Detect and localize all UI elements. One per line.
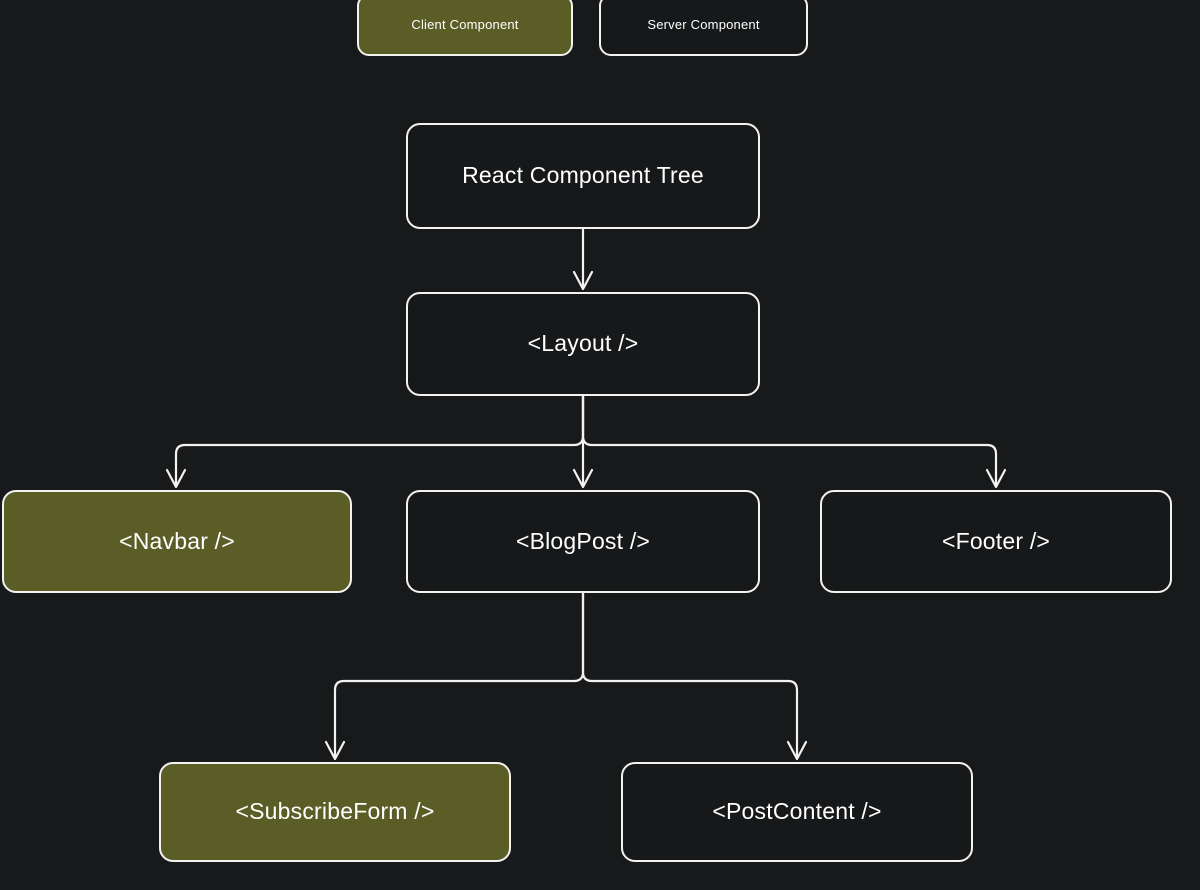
node-subscribeform-label: <SubscribeForm /> <box>235 798 435 825</box>
node-react-component-tree-label: React Component Tree <box>462 162 704 189</box>
edge-layout-to-footer <box>581 394 1007 489</box>
legend-server-component-label: Server Component <box>647 17 760 33</box>
legend-server-component[interactable]: Server Component <box>599 0 808 56</box>
node-footer-label: <Footer /> <box>941 527 1051 554</box>
node-footer[interactable]: <Footer /> <box>820 490 1172 593</box>
edge-blogpost-to-postcontent <box>581 591 808 761</box>
edge-layout-to-navbar <box>165 394 585 489</box>
edge-blogpost-to-subscribeform <box>324 591 585 761</box>
legend-client-component[interactable]: Client Component <box>357 0 573 56</box>
node-layout-label: <Layout /> <box>527 330 639 357</box>
node-layout[interactable]: <Layout /> <box>406 292 760 396</box>
node-postcontent[interactable]: <PostContent /> <box>621 762 973 862</box>
node-subscribeform[interactable]: <SubscribeForm /> <box>159 762 511 862</box>
node-navbar-label: <Navbar /> <box>119 527 235 554</box>
node-postcontent-label: <PostContent /> <box>712 798 882 825</box>
node-blogpost[interactable]: <BlogPost /> <box>406 490 760 593</box>
legend-client-component-label: Client Component <box>411 17 519 33</box>
edge-layout-to-blogpost <box>572 394 594 489</box>
node-navbar[interactable]: <Navbar /> <box>2 490 352 593</box>
node-blogpost-label: <BlogPost /> <box>515 527 651 554</box>
node-react-component-tree[interactable]: React Component Tree <box>406 123 760 229</box>
edge-root-to-layout <box>572 227 594 291</box>
